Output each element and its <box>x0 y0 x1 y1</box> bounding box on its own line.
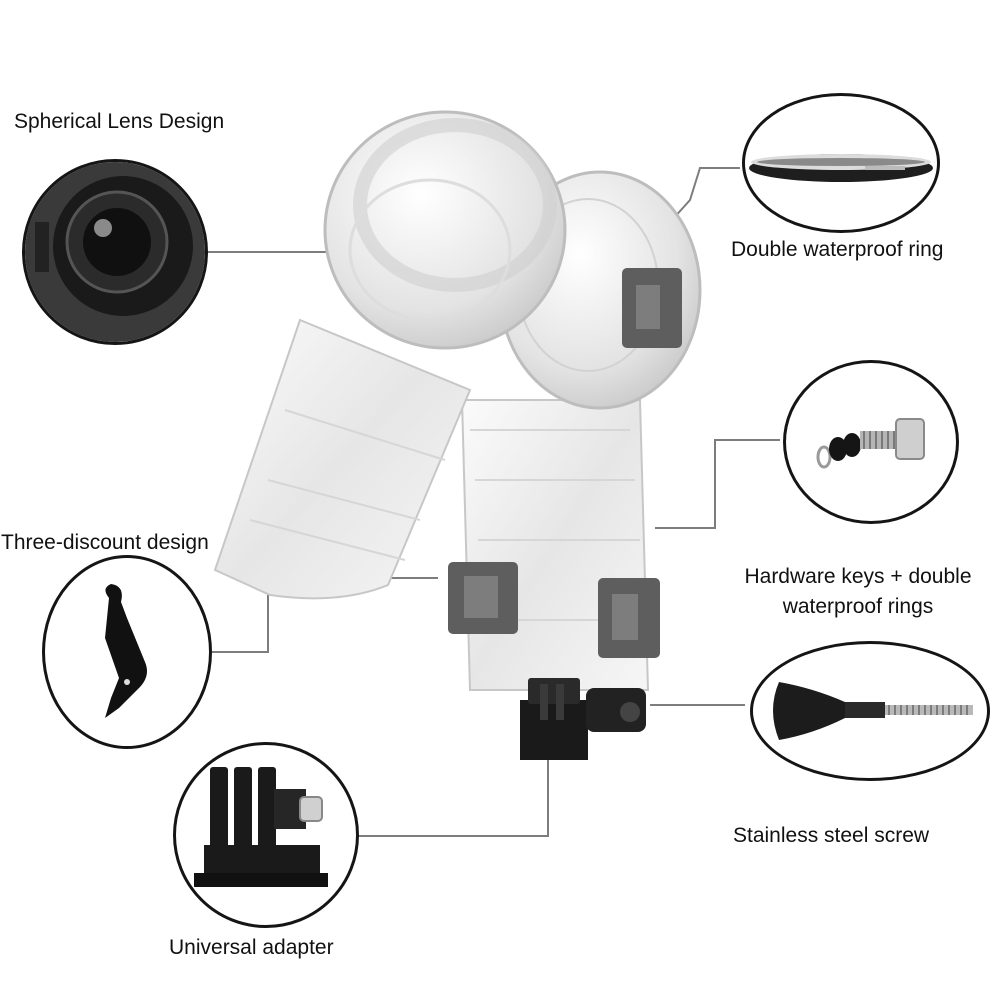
spherical-lens-circle <box>22 159 208 345</box>
camera-lens-icon <box>25 162 205 342</box>
waterproof-ring-icon <box>749 154 933 182</box>
universal-adapter-label: Universal adapter <box>169 936 334 959</box>
hardware-keys-label-line2: waterproof rings <box>782 595 934 618</box>
latch-buckle-icon <box>105 584 147 718</box>
three-discount-circle <box>42 555 212 749</box>
key-screw-icon <box>816 418 925 469</box>
hardware-keys-label-line1: Hardware keys + double <box>744 565 972 588</box>
double-ring-label: Double waterproof ring <box>731 238 944 261</box>
spherical-lens-label: Spherical Lens Design <box>14 110 225 133</box>
mount-adapter-icon <box>194 767 328 887</box>
thumb-screw-icon <box>773 682 973 740</box>
stainless-screw-circle <box>750 641 990 781</box>
three-discount-label: Three-discount design <box>1 531 209 554</box>
universal-adapter-circle <box>173 742 359 928</box>
double-ring-circle <box>742 93 940 233</box>
stainless-screw-label: Stainless steel screw <box>733 824 930 847</box>
hardware-keys-circle <box>783 360 959 524</box>
